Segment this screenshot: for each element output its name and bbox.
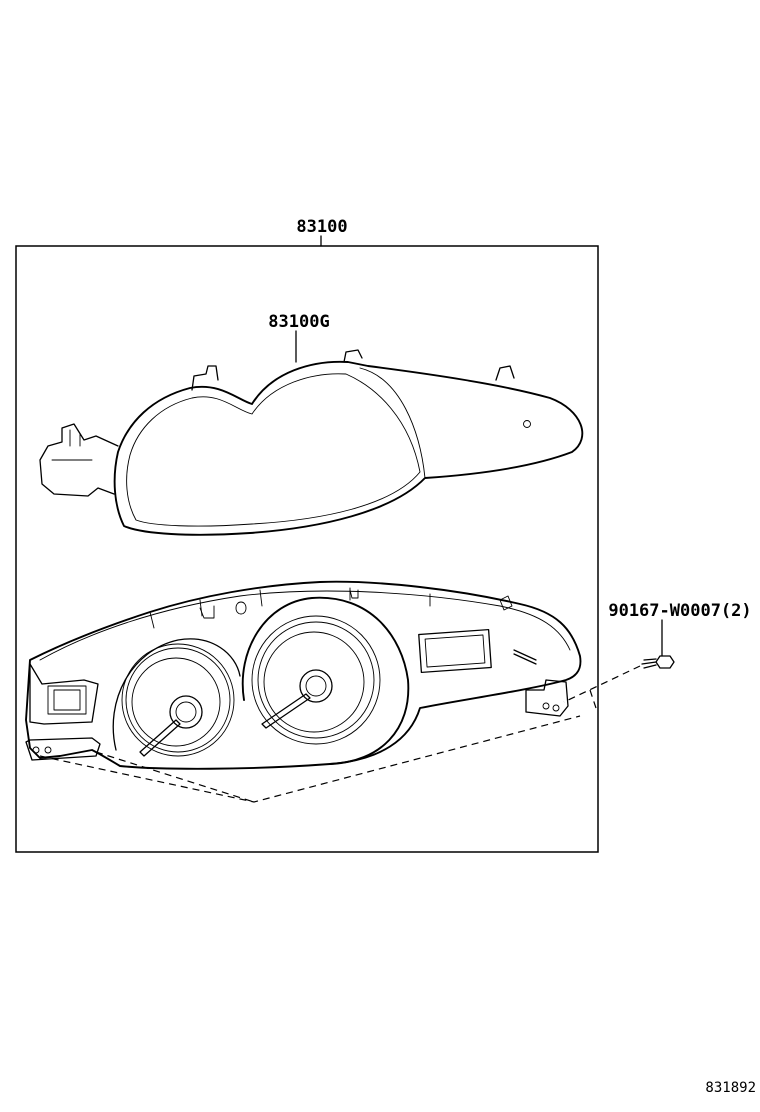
mounting-dash-lines [39,665,641,803]
assembly-frame [15,235,599,853]
meter-body-part [25,580,582,770]
label-83100: 83100 [296,217,347,237]
screw-part [641,619,675,669]
lens-cover-part [39,349,584,536]
label-90167-W0007: 90167-W0007(2) [608,601,751,621]
reference-number: 831892 [705,1080,756,1096]
label-83100G: 83100G [268,312,329,332]
